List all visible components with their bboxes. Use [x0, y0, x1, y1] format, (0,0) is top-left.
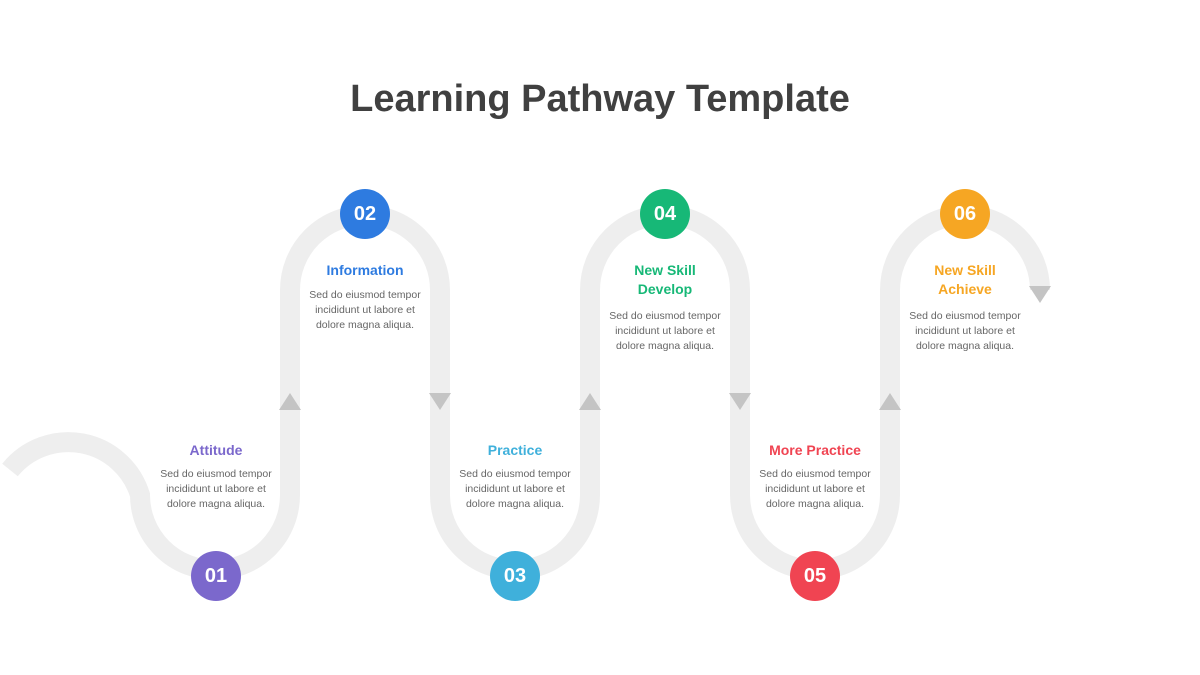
- step-badge-04: 04: [640, 189, 690, 239]
- page-title: Learning Pathway Template: [350, 78, 850, 120]
- step-badge-06: 06: [940, 189, 990, 239]
- step-title-03: Practice: [487, 442, 543, 458]
- step-description-03: Sed do eiusmod tempor incididunt ut labo…: [459, 468, 571, 510]
- step-description-04: Sed do eiusmod tempor incididunt ut labo…: [609, 310, 721, 352]
- step-description-01: Sed do eiusmod tempor incididunt ut labo…: [160, 468, 272, 510]
- step-title-06: New Skill Achieve: [934, 262, 996, 297]
- arrow-down-icon: [1029, 286, 1051, 303]
- step-badge-05: 05: [790, 551, 840, 601]
- arrow-up-icon: [579, 393, 601, 410]
- pathway-track: [2, 205, 1050, 580]
- arrow-up-icon: [279, 393, 301, 410]
- step-description-06: Sed do eiusmod tempor incididunt ut labo…: [909, 310, 1021, 352]
- step-badge-02: 02: [340, 189, 390, 239]
- arrow-down-icon: [429, 393, 451, 410]
- step-title-04: New Skill Develop: [634, 262, 696, 297]
- step-description-05: Sed do eiusmod tempor incididunt ut labo…: [759, 468, 871, 510]
- arrow-down-icon: [729, 393, 751, 410]
- step-badge-03: 03: [490, 551, 540, 601]
- direction-arrows: [279, 286, 1051, 410]
- step-description-02: Sed do eiusmod tempor incididunt ut labo…: [309, 289, 421, 331]
- step-badge-01: 01: [191, 551, 241, 601]
- step-title-01: Attitude: [189, 442, 243, 458]
- arrow-up-icon: [879, 393, 901, 410]
- step-title-02: Information: [326, 262, 404, 278]
- step-title-05: More Practice: [769, 442, 861, 458]
